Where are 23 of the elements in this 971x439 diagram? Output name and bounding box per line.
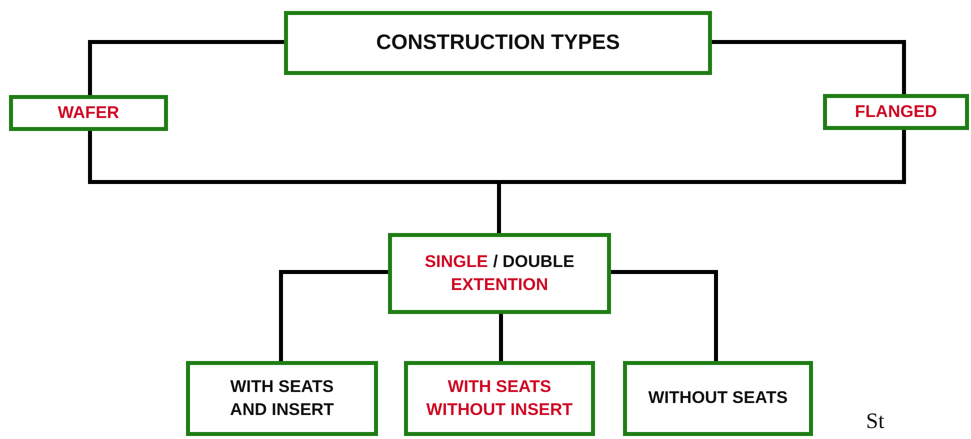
category-label: WAFER [58,102,120,124]
category-box [623,361,813,436]
category-box [388,233,611,314]
category-box [186,361,378,436]
connector-line [499,314,503,361]
category-label: WITHOUT SEATS [648,387,788,410]
connector-line [279,270,388,361]
note-text: St [866,408,884,434]
category-box [9,95,168,131]
category-box [284,11,712,75]
category-label: SINGLE [424,251,488,274]
connector-line [497,130,906,233]
category-label: / DOUBLE [493,251,574,274]
connector-line [712,40,906,94]
category-label: WITH SEATS WITHOUT INSERT [425,376,574,420]
category-label: CONSTRUCTION TYPES [376,30,620,56]
category-label: WITH SEATS AND INSERT [229,376,335,420]
category-box [823,94,969,130]
category-label: EXTENTION [450,274,548,296]
connector-line [88,40,284,95]
connector-line [611,270,718,361]
category-label: FLANGED [854,100,938,123]
category-box [404,361,595,436]
